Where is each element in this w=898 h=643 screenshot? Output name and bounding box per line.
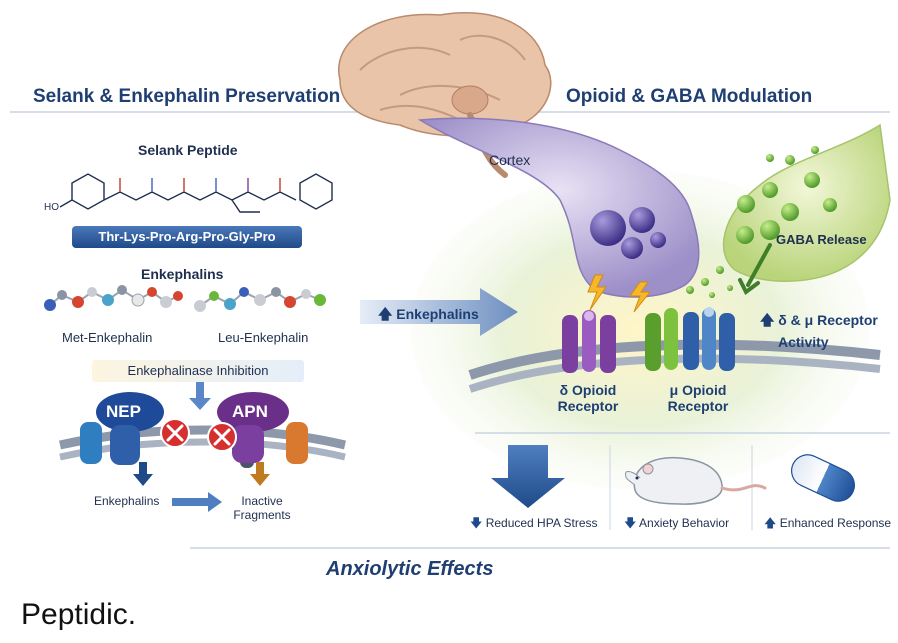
leu-enkephalin-model — [194, 287, 326, 312]
flow-arrow-text: Enkephalins — [396, 306, 479, 322]
nep-enzyme — [96, 392, 164, 465]
release-bolt-icon — [587, 274, 607, 311]
inhibition-down-arrow-icon — [189, 382, 211, 410]
postsynaptic-membrane — [468, 339, 881, 393]
degradation-arrow-icon — [172, 492, 222, 512]
flow-arrow-label: 🡅 Enkephalins — [378, 304, 479, 328]
enkephalins-title: Enkephalins — [141, 266, 224, 282]
enzyme-membrane — [59, 422, 347, 468]
receptor-activity-line1: δ & μ Receptor — [778, 312, 878, 328]
selank-sequence: Thr-Lys-Pro-Arg-Pro-Gly-Pro — [72, 226, 302, 248]
brand-logo: Peptidic. — [21, 598, 137, 631]
rat-icon — [625, 456, 767, 505]
enkephalins-substrate-label: Enkephalins — [94, 494, 160, 508]
presynaptic-terminal — [417, 117, 700, 298]
delta-receptor-line1: δ Opioid — [559, 382, 617, 398]
nep-label: NEP — [106, 402, 141, 421]
receptor-activity-line2: Activity — [778, 334, 829, 350]
flow-arrow — [360, 288, 518, 336]
mu-receptor-line2: Receptor — [667, 398, 729, 414]
enkephalinase-inhibition-label: Enkephalinase Inhibition — [92, 360, 304, 382]
release-bolt-icon — [629, 281, 652, 313]
apn-enzyme — [217, 392, 289, 463]
cortex-label: Cortex — [489, 152, 531, 168]
up-arrow-icon: 🡅 — [764, 516, 777, 530]
up-arrow-icon: 🡅 — [760, 312, 775, 328]
delta-receptor-line2: Receptor — [557, 398, 619, 414]
inhibit-x-icon — [160, 418, 190, 448]
effect-anxiety-text: Anxiety Behavior — [639, 516, 730, 530]
effect-response-text: Enhanced Response — [779, 516, 892, 530]
down-arrow-icon: 🡇 — [624, 516, 637, 530]
mu-receptor — [645, 307, 735, 371]
enkephalin-down-arrow-icon — [133, 462, 153, 486]
up-arrow-icon: 🡅 — [378, 306, 393, 322]
effect-response: 🡅 Enhanced Response — [764, 514, 891, 535]
effect-anxiety: 🡇 Anxiety Behavior — [624, 514, 729, 535]
delta-receptor-label: δ Opioid Receptor — [538, 382, 638, 414]
capsule-icon — [790, 454, 856, 502]
met-enkephalin-label: Met-Enkephalin — [62, 330, 153, 345]
mu-receptor-label: μ Opioid Receptor — [648, 382, 748, 414]
gaba-release-label: GABA Release — [776, 232, 867, 247]
delta-receptor — [562, 310, 616, 373]
inactive-fragments-line2: Fragments — [233, 508, 291, 522]
inhibit-x-icon — [207, 422, 237, 452]
selank-title: Selank Peptide — [138, 142, 238, 158]
selank-structure — [59, 173, 333, 213]
effect-hpa-text: Reduced HPA Stress — [485, 516, 598, 530]
inactive-fragments-label: Inactive Fragments — [228, 494, 296, 522]
inactive-fragments-line1: Inactive — [241, 494, 283, 508]
effect-hpa: 🡇 Reduced HPA Stress — [470, 514, 598, 535]
mu-receptor-line1: μ Opioid — [669, 382, 727, 398]
leu-enkephalin-label: Leu-Enkephalin — [218, 330, 309, 345]
fragment-down-arrow-icon — [250, 462, 270, 486]
left-panel-title: Selank & Enkephalin Preservation — [33, 86, 341, 107]
apn-label: APN — [232, 402, 268, 421]
receptor-activity-label: 🡅 δ & μ Receptor Activity — [760, 310, 878, 350]
hpa-down-arrow-icon — [491, 445, 565, 508]
gaba-terminal — [686, 123, 891, 298]
hydroxyl-label: HO — [44, 202, 59, 213]
met-enkephalin-model — [44, 285, 183, 311]
down-arrow-icon: 🡇 — [470, 516, 483, 530]
right-panel-title: Opioid & GABA Modulation — [566, 86, 813, 107]
footer-title: Anxiolytic Effects — [326, 558, 494, 580]
